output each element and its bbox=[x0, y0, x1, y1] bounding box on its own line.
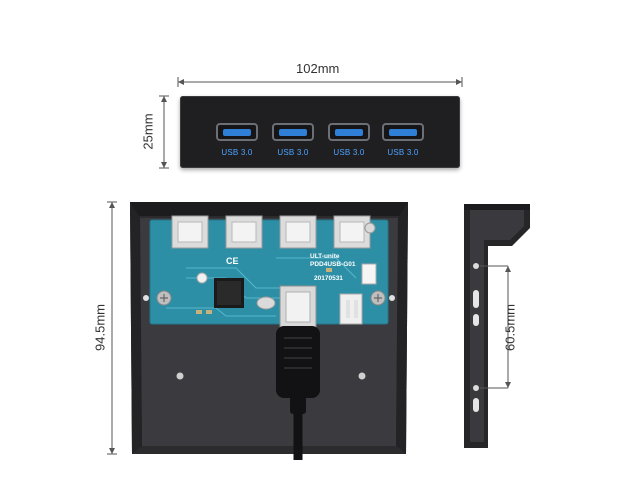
usb-port-4 bbox=[382, 123, 424, 141]
height-dimension-line bbox=[159, 95, 169, 169]
depth-dimension-line bbox=[107, 201, 117, 455]
pcb-date: 20170531 bbox=[314, 275, 343, 282]
usb-port-1 bbox=[216, 123, 258, 141]
depth-label: 94.5mm bbox=[92, 304, 108, 351]
port-label-2: USB 3.0 bbox=[277, 148, 309, 157]
side-dimension-line bbox=[480, 265, 511, 389]
pcb-model: PDD4USB-G01 bbox=[310, 261, 356, 268]
width-dimension-line bbox=[177, 77, 463, 87]
bay-bracket-top-view: CE ULT-unite PDD4USB-G01 20170531 bbox=[130, 202, 408, 460]
port-label-3: USB 3.0 bbox=[333, 148, 365, 157]
pcb-brand: ULT-unite bbox=[310, 253, 340, 260]
width-label: 102mm bbox=[296, 61, 340, 76]
port-label-4: USB 3.0 bbox=[387, 148, 419, 157]
side-label: 60.5mm bbox=[502, 304, 518, 351]
port-label-1: USB 3.0 bbox=[221, 148, 253, 157]
hub-front-panel: USB 3.0 USB 3.0 USB 3.0 USB 3.0 bbox=[180, 96, 460, 168]
pcb-usb-ports bbox=[171, 215, 371, 249]
usb-cable bbox=[276, 285, 320, 460]
height-label: 25mm bbox=[140, 113, 156, 150]
usb-port-3 bbox=[328, 123, 370, 141]
pcb-cert-mark: CE bbox=[226, 256, 239, 266]
usb-port-2 bbox=[272, 123, 314, 141]
